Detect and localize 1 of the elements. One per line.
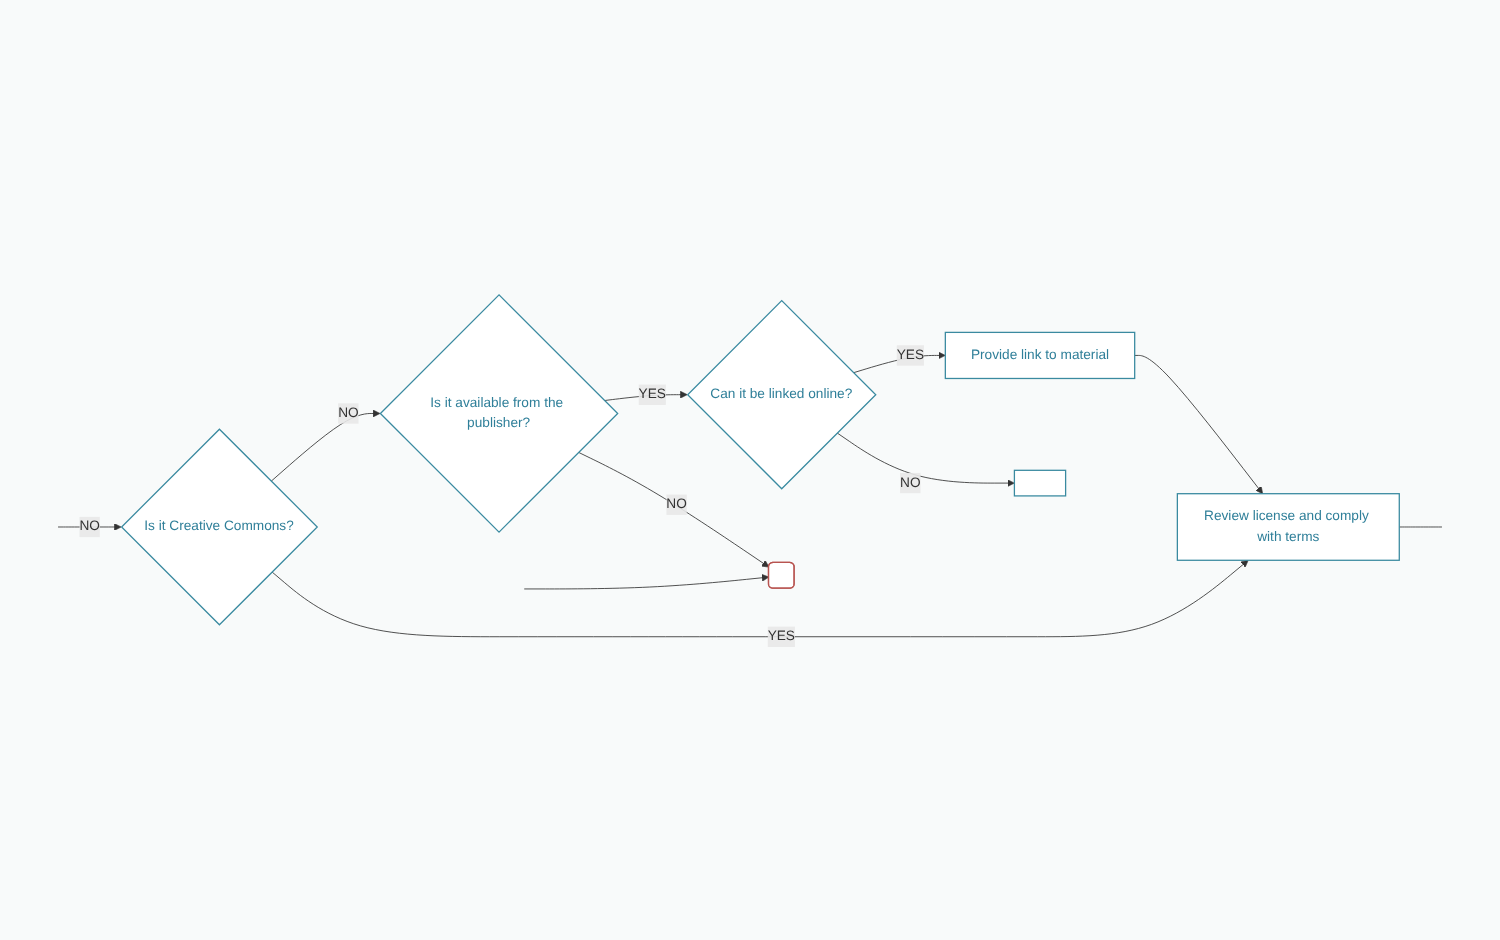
- node-box: [1013, 468, 1067, 496]
